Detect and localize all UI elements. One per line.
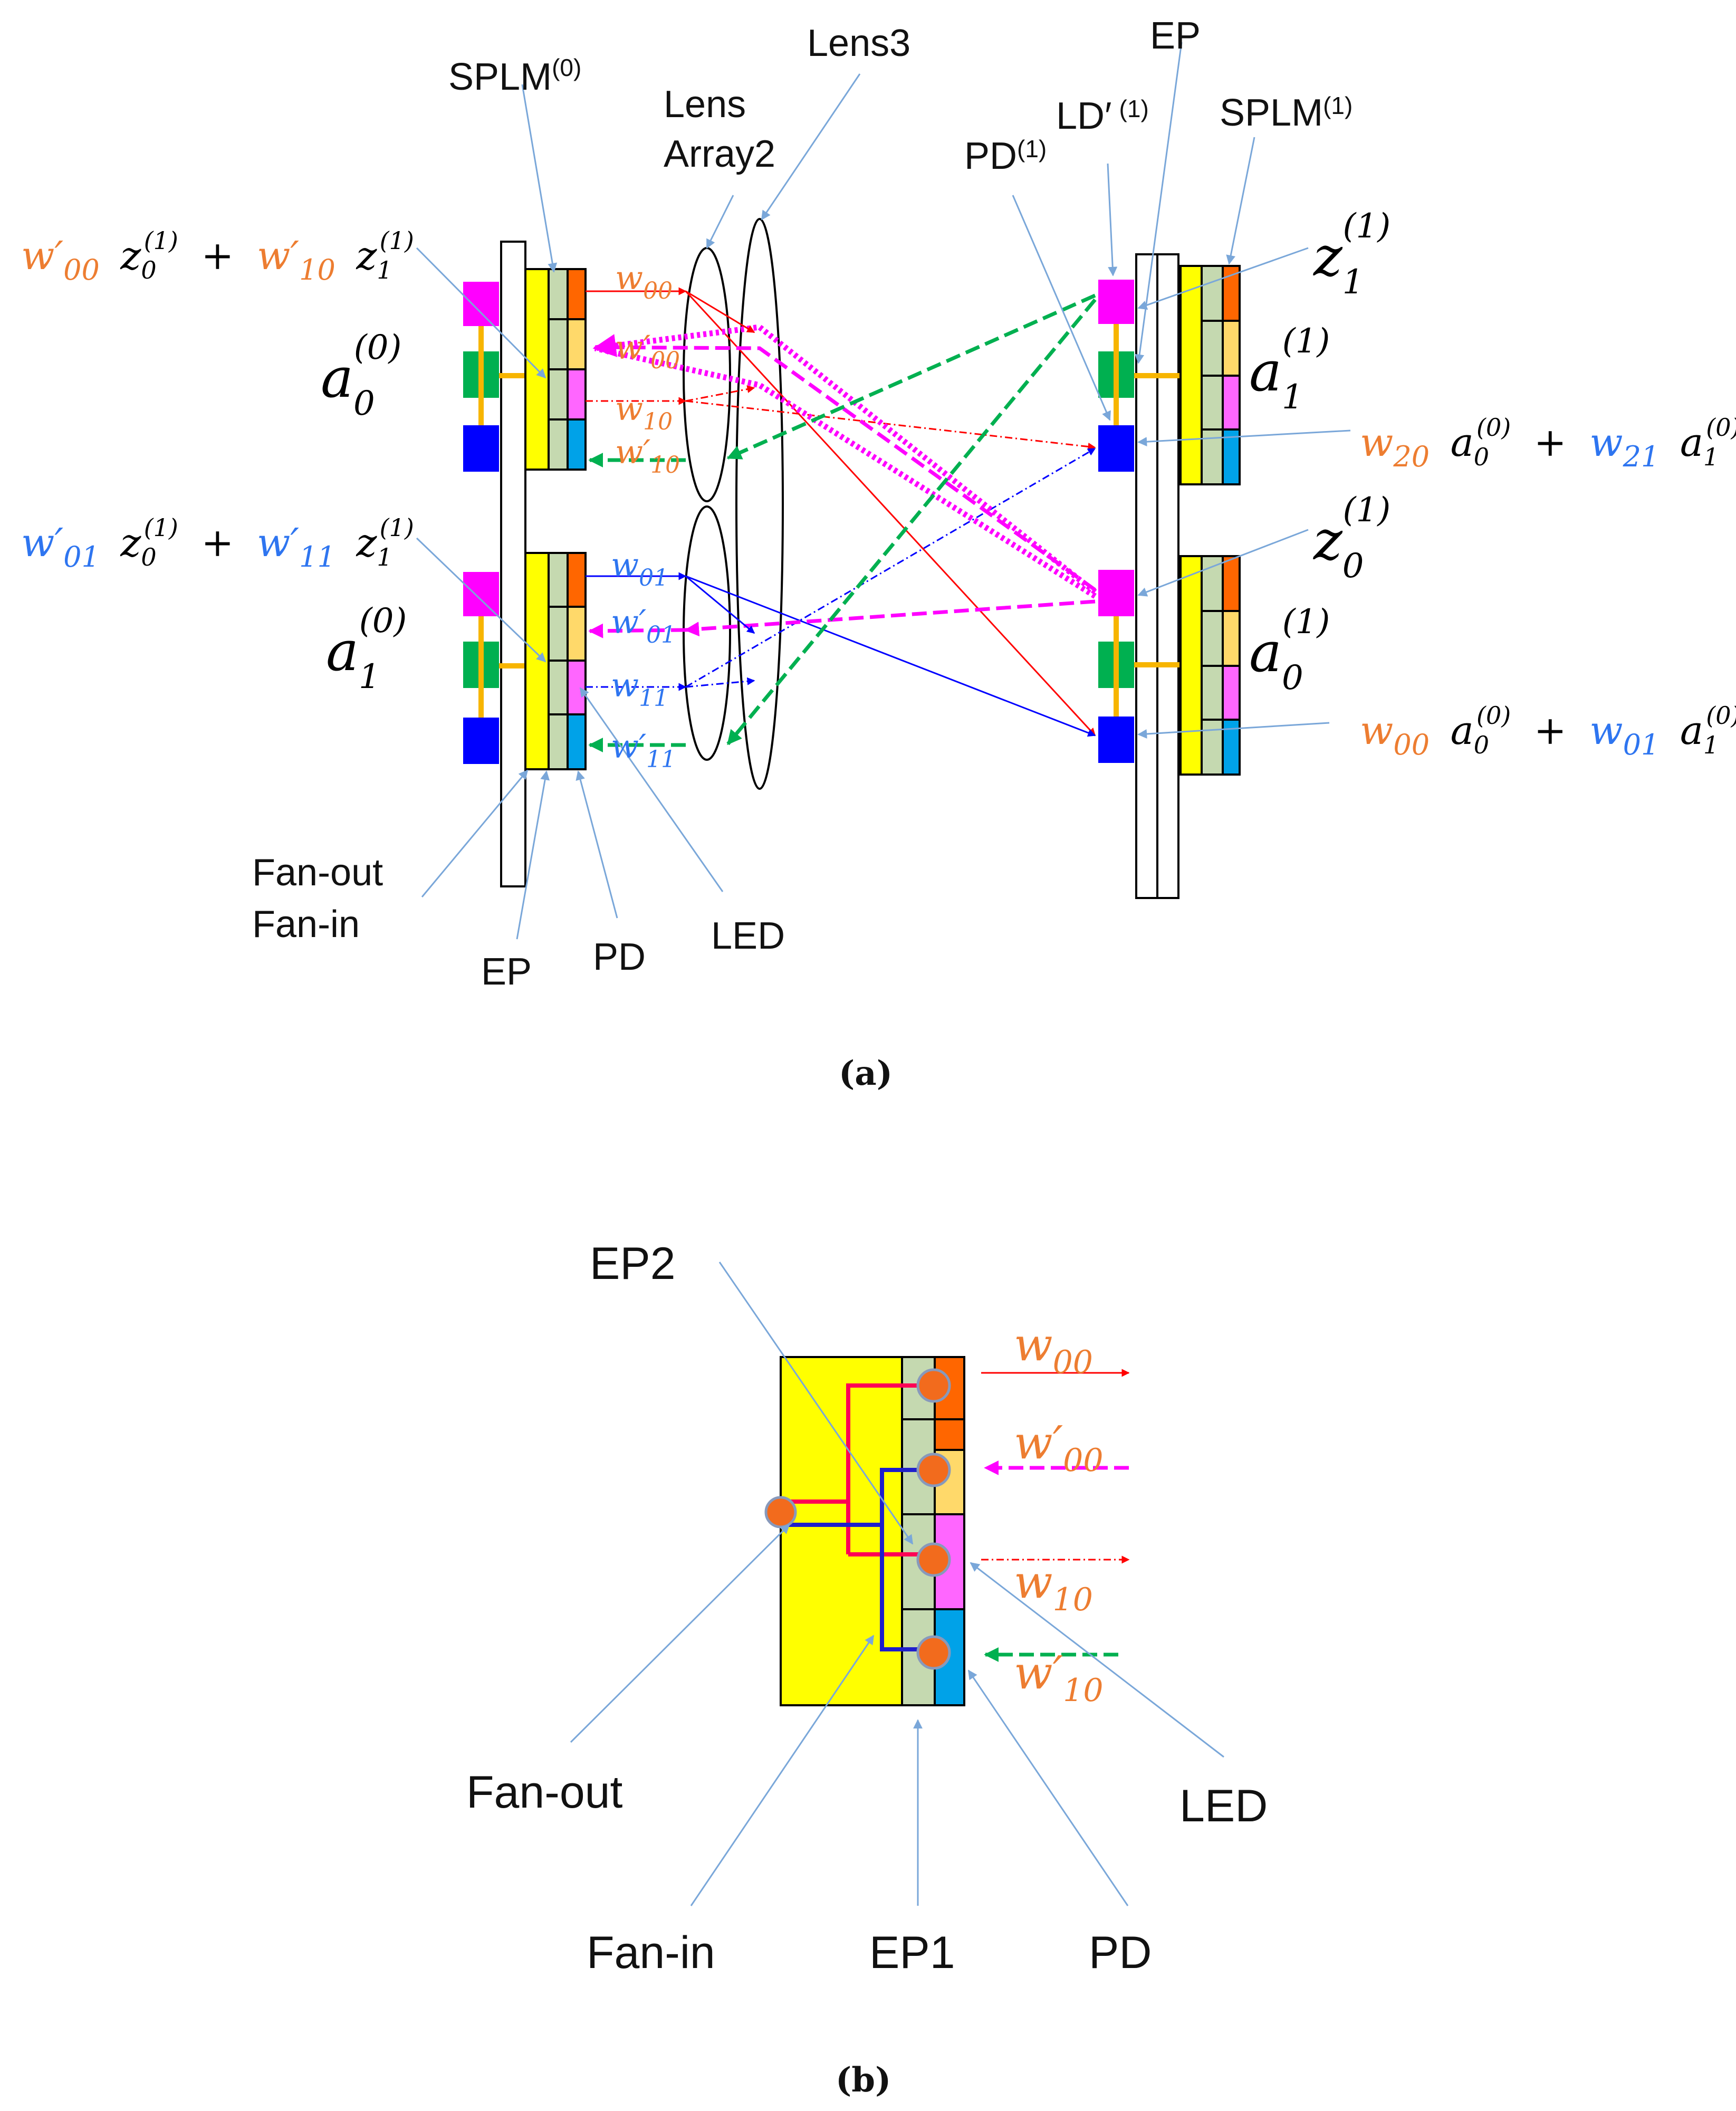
weight-w00: w00 <box>615 259 673 304</box>
weight-wp10: w′10 <box>615 433 680 479</box>
port-magenta <box>463 282 499 326</box>
weight-w00-b: w00 <box>1014 1319 1093 1381</box>
splm1-module-bottom <box>1098 555 1241 776</box>
weight-wp01: w′01 <box>611 603 676 648</box>
weight-wp00-b: w′00 <box>1014 1417 1104 1479</box>
ep-right-label: EP <box>1150 15 1201 57</box>
lens3 <box>735 218 784 790</box>
port-blue <box>1098 717 1134 763</box>
port-blue <box>463 425 499 472</box>
beam-magenta-dashed-top <box>593 340 1097 591</box>
led-orange <box>567 268 587 320</box>
pd-left-label: PD <box>593 936 646 978</box>
lens3-label: Lens3 <box>807 22 910 64</box>
fan-out-label-b: Fan-out <box>466 1767 622 1818</box>
equation-top-left: w′00 z0(1) + w′10 z1(1) <box>21 213 414 289</box>
led-pink <box>1222 665 1241 721</box>
equation-bottom-left: w′01 z0(1) + w′11 z1(1) <box>21 500 414 576</box>
pd1-label: PD(1) <box>964 135 1047 177</box>
lens-array2-label-line1: Lens <box>664 83 746 126</box>
panel-b: w00 w′00 w10 w′10 EP2 Fan-out LED Fan-in… <box>466 1238 1268 2100</box>
led-cyan <box>1222 428 1241 485</box>
fan-in-label-b: Fan-in <box>587 1927 715 1978</box>
a1-input-label: a1(0) <box>326 601 407 696</box>
yellow-block <box>1179 555 1203 776</box>
ep-board-left <box>500 241 526 887</box>
weight-w01: w01 <box>611 546 668 591</box>
led-cyan <box>567 418 587 471</box>
caption-a: (a) <box>839 1054 893 1093</box>
ep2-label: EP2 <box>590 1238 676 1289</box>
ep-left-label: EP <box>481 951 532 993</box>
led-orange <box>1222 555 1241 612</box>
ep1-label: EP1 <box>869 1927 955 1978</box>
led-orange <box>1222 265 1241 322</box>
yellow-block <box>1179 265 1203 485</box>
beam-green-dashed-1 <box>726 293 1096 460</box>
node-led-w00 <box>916 1368 951 1403</box>
splm0-module-top <box>463 268 587 472</box>
ep-board-right-b <box>1156 253 1179 899</box>
ld-label: LD′(1) <box>1056 95 1149 137</box>
splm1-label: SPLM(1) <box>1220 92 1353 134</box>
caption-b: (b) <box>836 2060 891 2100</box>
led-light <box>1222 320 1241 377</box>
node-fanout <box>764 1496 797 1529</box>
port-magenta <box>1098 570 1134 616</box>
annotation-pointers <box>416 42 1351 940</box>
beam-red-dashdot <box>685 400 1096 451</box>
beam-green-dashed-2 <box>726 298 1097 746</box>
node-pd-wp00 <box>916 1453 951 1487</box>
led-orange <box>567 552 587 608</box>
weight-wp00: w′00 <box>615 328 680 374</box>
weight-w10: w10 <box>615 389 673 435</box>
z1-label: z1(1) <box>1312 207 1390 302</box>
a0-output-label: a0(1) <box>1249 603 1330 698</box>
equation-right-top: w20 a0(0) + w21 a1(0) <box>1360 400 1736 476</box>
z0-label: z0(1) <box>1312 491 1390 586</box>
led-light <box>567 318 587 370</box>
led-pink <box>567 660 587 715</box>
weight-wp10-b: w′10 <box>1014 1647 1104 1709</box>
splm1-module-top <box>1098 265 1241 485</box>
node-led-w10 <box>916 1542 951 1577</box>
led-cyan <box>567 713 587 770</box>
pd-label-b: PD <box>1089 1927 1152 1978</box>
lens-array2-label-line2: Array2 <box>664 133 775 175</box>
beam-blue-long <box>685 575 1096 737</box>
panel-a: SPLM(0) Lens Array2 Lens3 EP LD′(1) PD(1… <box>21 15 1736 1093</box>
equation-right-bottom: w00 a0(0) + w01 a1(0) <box>1360 688 1736 764</box>
led-pink <box>567 368 587 421</box>
fan-out-label: Fan-out <box>252 852 383 894</box>
trace-blue <box>780 1468 934 1651</box>
beam-red-long <box>685 290 1096 737</box>
port-blue <box>463 718 499 764</box>
lens-array2-bottom <box>683 505 731 761</box>
splm0-module-bottom <box>463 552 587 770</box>
beam-magenta-dotted-2 <box>594 345 1097 599</box>
beam-blue-dashdot <box>685 447 1096 688</box>
port-magenta <box>1098 280 1134 324</box>
weight-wp11: w′11 <box>611 727 676 773</box>
splm0-label: SPLM(0) <box>448 54 581 98</box>
fan-in-label: Fan-in <box>252 903 360 945</box>
weight-w11: w11 <box>611 666 668 712</box>
a0-input-label: a0(0) <box>321 328 401 423</box>
led-label-b: LED <box>1179 1781 1268 1831</box>
led-light <box>567 606 587 662</box>
led-pink <box>1222 375 1241 431</box>
led-left-label: LED <box>711 915 785 957</box>
led-light <box>1222 610 1241 667</box>
optical-beams <box>586 287 1097 752</box>
a1-output-label: a1(1) <box>1249 322 1330 417</box>
beam-magenta-dashed-bottom <box>684 599 1096 637</box>
node-pd-wp10 <box>916 1635 951 1670</box>
weight-w10-b: w10 <box>1014 1556 1093 1618</box>
port-magenta <box>463 572 499 616</box>
port-blue <box>1098 425 1134 472</box>
